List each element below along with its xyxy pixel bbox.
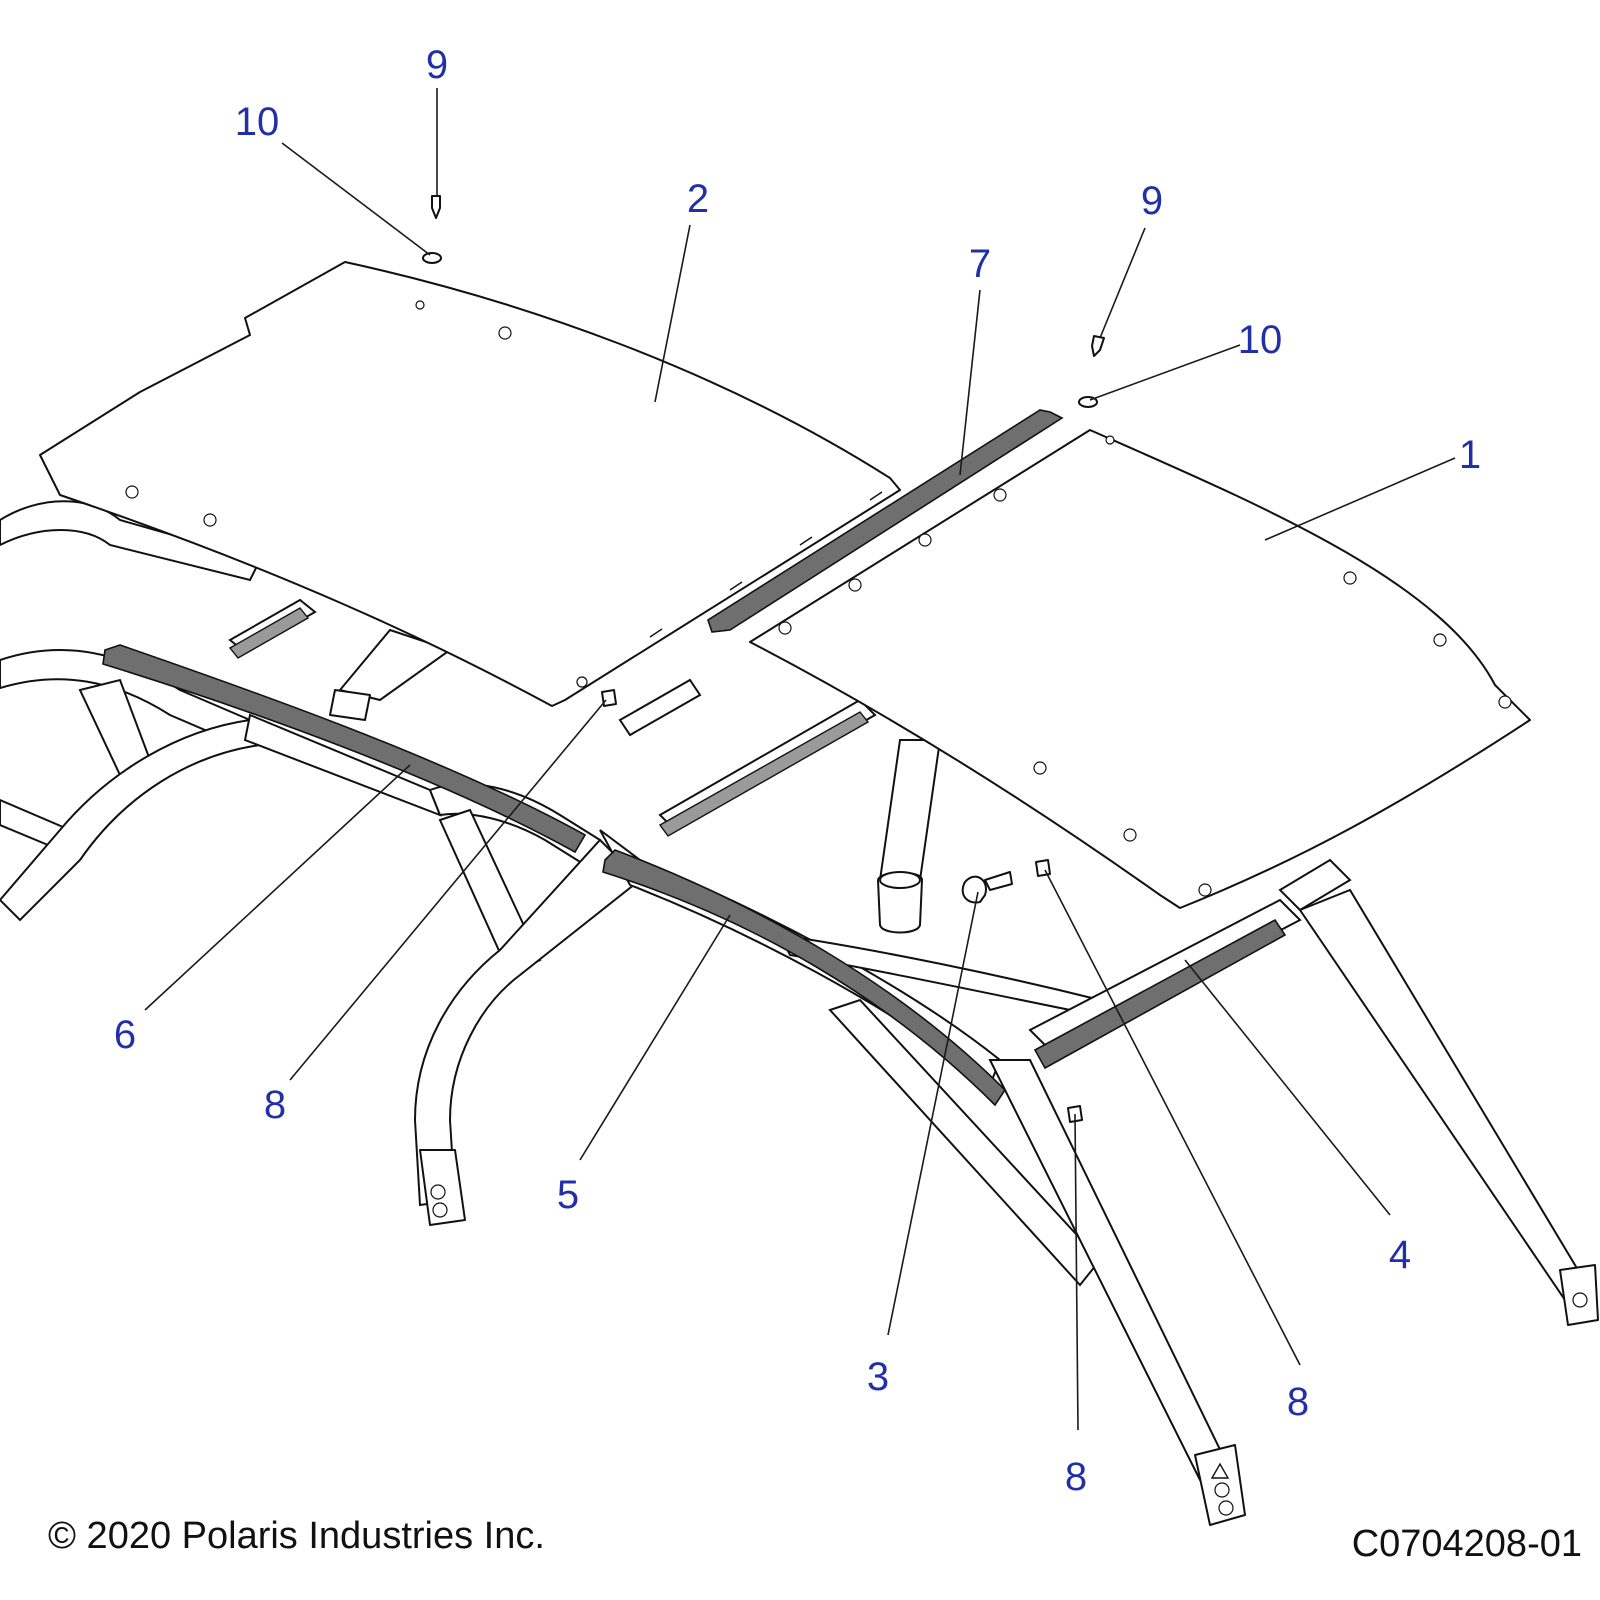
trim-strip-left-front [602, 849, 1007, 1107]
trim-strip-right [1033, 918, 1287, 1070]
callout-10-top-right: 10 [1238, 318, 1283, 362]
cable-clamp [961, 875, 987, 904]
callout-9-top-right: 9 [1141, 179, 1163, 223]
screw-top-left [431, 195, 441, 219]
callout-8-left: 8 [264, 1083, 286, 1127]
callout-4: 4 [1389, 1233, 1411, 1277]
clip-left [601, 689, 617, 707]
roof-panel-front [749, 429, 1531, 909]
leader-lines [144, 88, 1456, 1431]
callout-2: 2 [687, 177, 709, 221]
washer-top-left [422, 252, 442, 264]
callout-9-top-left: 9 [426, 43, 448, 87]
callout-10-top-left: 10 [235, 100, 280, 144]
callout-labels: 9 10 2 9 7 10 1 6 8 5 3 8 4 8 [114, 43, 1481, 1499]
hardware [422, 195, 1105, 1123]
callout-8-bottom: 8 [1065, 1455, 1087, 1499]
trim-strip-left-rear [102, 644, 587, 854]
callout-6: 6 [114, 1013, 136, 1057]
clip-center [1035, 859, 1051, 877]
callout-8-center: 8 [1287, 1380, 1309, 1424]
callout-3: 3 [867, 1355, 889, 1399]
callout-7: 7 [969, 242, 991, 286]
roof-panel-rear [39, 261, 901, 707]
copyright-notice: © 2020 Polaris Industries Inc. [48, 1515, 545, 1557]
trim-strips [102, 607, 1287, 1107]
screw-top-right [1091, 335, 1105, 357]
drawing-number: C0704208-01 [1352, 1523, 1582, 1565]
roof-center-seal [707, 409, 1064, 633]
callout-5: 5 [557, 1173, 579, 1217]
callout-1: 1 [1459, 433, 1481, 477]
